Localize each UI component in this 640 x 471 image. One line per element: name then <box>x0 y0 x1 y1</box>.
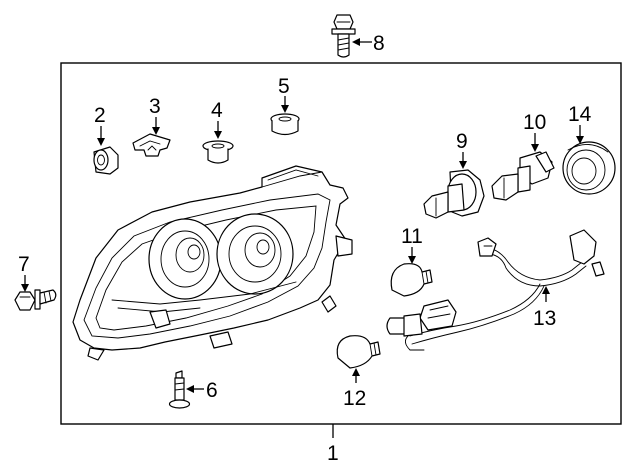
callout-4: 4 <box>211 99 223 122</box>
screw-part-6[interactable] <box>168 370 191 409</box>
callout-9: 9 <box>456 130 468 153</box>
wiring-harness-part-13[interactable] <box>386 229 605 351</box>
bolt-part-7[interactable] <box>14 289 57 311</box>
cap-part-14[interactable] <box>562 141 616 195</box>
headlamp-housing[interactable] <box>72 165 353 361</box>
callout-7: 7 <box>18 253 30 276</box>
callout-2: 2 <box>94 104 106 127</box>
clip-part-3[interactable] <box>132 133 171 157</box>
bulb-part-9[interactable] <box>423 169 485 219</box>
bulb-part-10[interactable] <box>491 151 555 201</box>
bolt-part-8[interactable] <box>331 14 356 58</box>
callout-14: 14 <box>568 103 592 126</box>
grommet-part-4[interactable] <box>202 140 234 164</box>
callout-1: 1 <box>327 442 339 465</box>
callout-10: 10 <box>523 111 546 134</box>
bulb-part-11[interactable] <box>390 263 433 297</box>
callout-11: 11 <box>401 225 423 248</box>
callout-5: 5 <box>278 75 290 98</box>
callout-8: 8 <box>373 32 385 55</box>
callout-12: 12 <box>343 387 366 410</box>
bulb-part-12[interactable] <box>336 335 381 369</box>
callout-3: 3 <box>149 95 161 118</box>
callout-13: 13 <box>533 307 556 330</box>
assembly-frame <box>60 62 622 425</box>
grommet-part-2[interactable] <box>93 146 119 175</box>
callout-6: 6 <box>206 379 218 402</box>
nut-part-5[interactable] <box>270 113 300 136</box>
